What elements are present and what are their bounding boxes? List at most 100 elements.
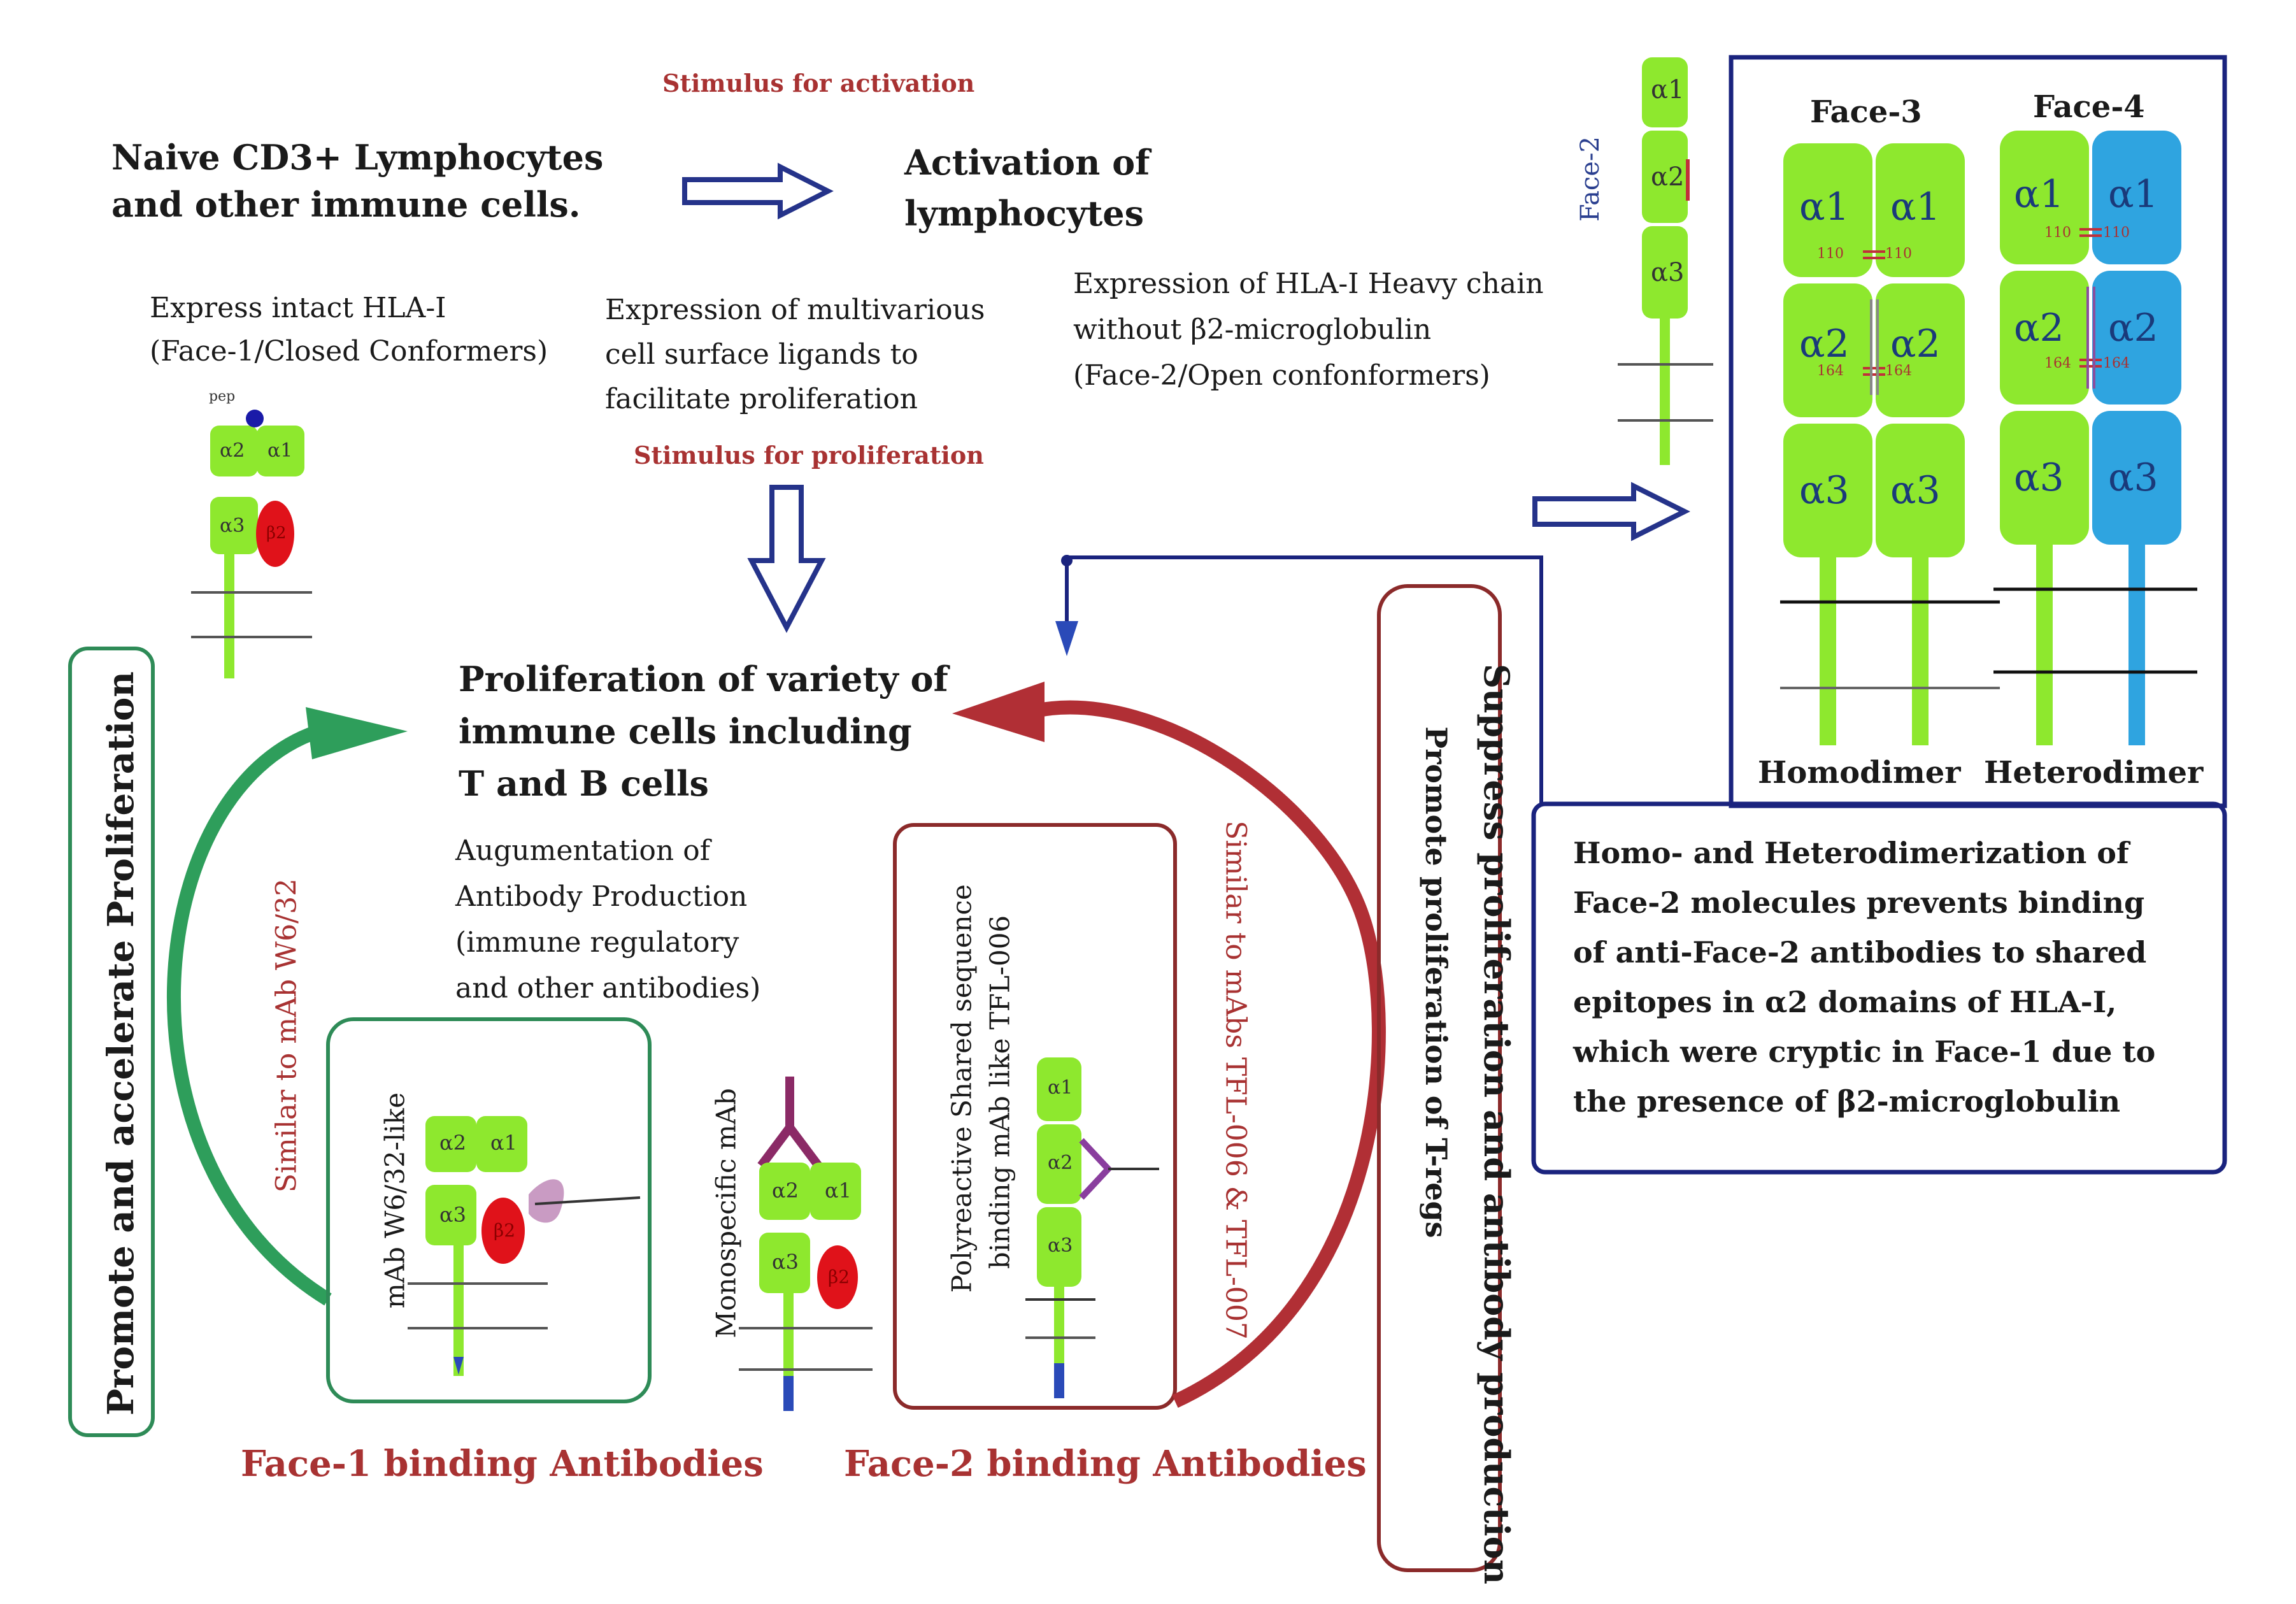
w632-b2-label: β2 xyxy=(494,1220,516,1241)
face3-164-left: 164 xyxy=(1817,363,1844,379)
dimer-description: Homo- and Heterodimerization of Face-2 m… xyxy=(1573,828,2155,1126)
face4-a3-left: α3 xyxy=(2014,455,2064,500)
pep-label: pep xyxy=(209,389,236,405)
prolif-line-2: immune cells including xyxy=(459,711,912,752)
face4-a1-right: α1 xyxy=(2108,172,2158,217)
face4-164-left: 164 xyxy=(2044,355,2071,371)
mono-b2-label: β2 xyxy=(828,1266,850,1287)
augmentation-text: Augumentation of Antibody Production (im… xyxy=(455,828,760,1012)
arrow-activation xyxy=(682,162,834,220)
poly-a1-label: α1 xyxy=(1048,1077,1073,1099)
polyreactive-molecule xyxy=(1025,1057,1159,1398)
green-curve-arrow xyxy=(167,724,332,1306)
face3-164-right: 164 xyxy=(1885,363,1912,379)
dimer-desc-line-5: which were cryptic in Face-1 due to xyxy=(1573,1035,2156,1069)
express-intact-text: Express intact HLA-I (Face-1/Closed Conf… xyxy=(150,287,548,373)
face4-164-right: 164 xyxy=(2103,355,2130,371)
mono-a2-label: α2 xyxy=(772,1178,799,1203)
aug-line-4: and other antibodies) xyxy=(455,972,761,1005)
red-curve-arrow xyxy=(1037,700,1386,1408)
poly-a3-label: α3 xyxy=(1048,1235,1073,1257)
promote-box xyxy=(68,647,155,1437)
face4-a1-left: α1 xyxy=(2014,172,2064,217)
face4-label: Face-4 xyxy=(2033,89,2145,125)
multivarious-line-1: Expression of multivarious xyxy=(605,294,985,326)
monospecific-molecule xyxy=(739,1077,873,1411)
heterodimer-label: Heterodimer xyxy=(1984,755,2204,791)
express-intact-line-1: Express intact HLA-I xyxy=(150,292,446,324)
multivarious-line-2: cell surface ligands to xyxy=(605,338,918,371)
face2-alpha2-label: α2 xyxy=(1651,162,1685,192)
homodimer-label: Homodimer xyxy=(1758,755,1961,791)
heavy-line-1: Expression of HLA-I Heavy chain xyxy=(1073,268,1544,300)
prolif-line-1: Proliferation of variety of xyxy=(459,659,948,699)
face4-heterodimer xyxy=(1993,131,2197,745)
face1-molecule-top xyxy=(191,410,312,678)
heavy-line-2: without β2-microglobulin xyxy=(1073,313,1432,346)
similar-tfl-label: Similar to mAbs TFL-006 & TFL-007 xyxy=(1219,820,1252,1340)
face2-alpha3-label: α3 xyxy=(1651,258,1685,287)
face3-110-left: 110 xyxy=(1817,246,1844,262)
polyreactive-line-2: binding mAb like TFL-006 xyxy=(984,915,1016,1270)
face4-110-right: 110 xyxy=(2103,225,2130,241)
stimulus-proliferation-label: Stimulus for proliferation xyxy=(634,441,984,469)
polyreactive-line-1: Polyreactive Shared sequence xyxy=(946,884,978,1293)
face4-110-left: 110 xyxy=(2044,225,2071,241)
activation-line-1: Activation of xyxy=(904,142,1150,183)
face2-molecule-top xyxy=(1618,57,1713,465)
w632-a3-label: α3 xyxy=(439,1203,466,1227)
alpha1-label: α1 xyxy=(267,440,293,462)
monospecific-label: Monospecific mAb xyxy=(710,1088,742,1338)
poly-a2-label: α2 xyxy=(1048,1152,1073,1174)
face2-binding-caption: Face-2 binding Antibodies xyxy=(844,1443,1367,1485)
dimer-desc-line-4: epitopes in α2 domains of HLA-I, xyxy=(1573,985,2117,1019)
face4-a2-left: α2 xyxy=(2014,306,2064,350)
w632-a2-label: α2 xyxy=(439,1131,466,1155)
activation-line-2: lymphocytes xyxy=(904,193,1144,234)
promote-accelerate-label: Promote and accelerate Proliferation xyxy=(100,671,142,1416)
express-intact-line-2: (Face-1/Closed Conformers) xyxy=(150,335,548,368)
face3-110-right: 110 xyxy=(1885,246,1912,262)
prolif-line-3: T and B cells xyxy=(459,763,709,804)
alpha2-label: α2 xyxy=(220,440,245,462)
naive-line-1: Naive CD3+ Lymphocytes xyxy=(111,137,604,178)
naive-cells-title: Naive CD3+ Lymphocytes and other immune … xyxy=(111,134,603,228)
beta2-label: β2 xyxy=(266,524,287,543)
stimulus-activation-label: Stimulus for activation xyxy=(662,69,975,97)
polyreactive-box xyxy=(893,823,1177,1410)
w632-a1-label: α1 xyxy=(490,1131,517,1155)
mono-a3-label: α3 xyxy=(772,1250,799,1274)
activation-title: Activation of lymphocytes xyxy=(904,137,1150,239)
dimer-desc-line-2: Face-2 molecules prevents binding xyxy=(1573,885,2145,920)
suppress-label: Suppress proliferation and antibody prod… xyxy=(1476,664,1517,1585)
mono-a1-label: α1 xyxy=(825,1178,852,1203)
dimer-desc-line-3: of anti-Face-2 antibodies to shared xyxy=(1573,935,2147,970)
aug-line-3: (immune regulatory xyxy=(455,926,739,959)
similar-w632-label: Similar to mAb W6/32 xyxy=(270,878,303,1193)
naive-line-2: and other immune cells. xyxy=(111,184,581,225)
face4-a3-right: α3 xyxy=(2108,455,2158,500)
face3-a2-right: α2 xyxy=(1890,322,1941,366)
heavy-chain-text: Expression of HLA-I Heavy chain without … xyxy=(1073,261,1544,399)
multivarious-line-3: facilitate proliferation xyxy=(605,383,918,415)
face2-alpha1-label: α1 xyxy=(1651,75,1685,104)
face3-homodimer xyxy=(1780,143,2000,745)
face2-label: Face-2 xyxy=(1575,136,1605,222)
heavy-line-3: (Face-2/Open confonformers) xyxy=(1073,359,1490,392)
mab-w632-like-label: mAb W6/32-like xyxy=(379,1092,411,1309)
face3-a2-left: α2 xyxy=(1799,322,1850,366)
arrow-to-dimers xyxy=(1532,482,1690,541)
alpha3-label: α3 xyxy=(220,515,245,537)
face4-a2-right: α2 xyxy=(2108,306,2158,350)
dimer-desc-line-6: the presence of β2-microglobulin xyxy=(1573,1084,2121,1119)
dimer-description-box xyxy=(1531,801,2227,1175)
w632-box xyxy=(326,1017,652,1403)
face3-label: Face-3 xyxy=(1810,94,1922,130)
w632-molecule xyxy=(408,1116,641,1376)
face3-a3-right: α3 xyxy=(1890,468,1941,513)
dimer-desc-line-1: Homo- and Heterodimerization of xyxy=(1573,836,2129,870)
face3-a1-right: α1 xyxy=(1890,185,1941,229)
proliferation-title: Proliferation of variety of immune cells… xyxy=(459,653,948,810)
multivarious-text: Expression of multivarious cell surface … xyxy=(605,288,985,422)
